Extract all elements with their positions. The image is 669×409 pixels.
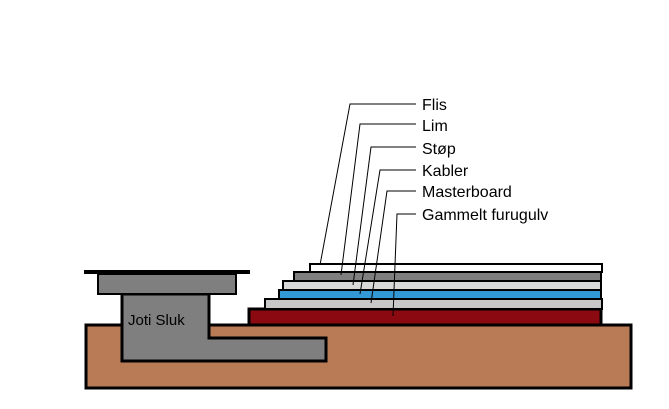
layer-stop: [282, 280, 602, 291]
leader-line-flis: [319, 103, 416, 266]
label-masterboard: Masterboard: [422, 184, 512, 201]
leader-line-gammelt-furugulv: [392, 213, 416, 317]
label-kabler: Kabler: [422, 163, 469, 180]
leader-line-masterboard: [370, 190, 416, 304]
drain-cap: [97, 273, 237, 295]
leader-line-kabler: [359, 169, 416, 295]
leader-line-stop: [352, 146, 416, 286]
layer-kabler: [278, 289, 602, 300]
label-flis: Flis: [422, 97, 447, 114]
label-stop: Støp: [422, 141, 456, 158]
layer-lim: [293, 271, 602, 282]
label-gammelt-furugulv: Gammelt furugulv: [422, 207, 548, 224]
leader-line-lim: [340, 123, 416, 276]
label-lim: Lim: [422, 118, 448, 135]
layer-flis: [309, 263, 603, 273]
layer-gammelt-furugulv: [247, 307, 603, 327]
layer-masterboard: [264, 298, 603, 310]
drain-label: Joti Sluk: [128, 312, 185, 329]
